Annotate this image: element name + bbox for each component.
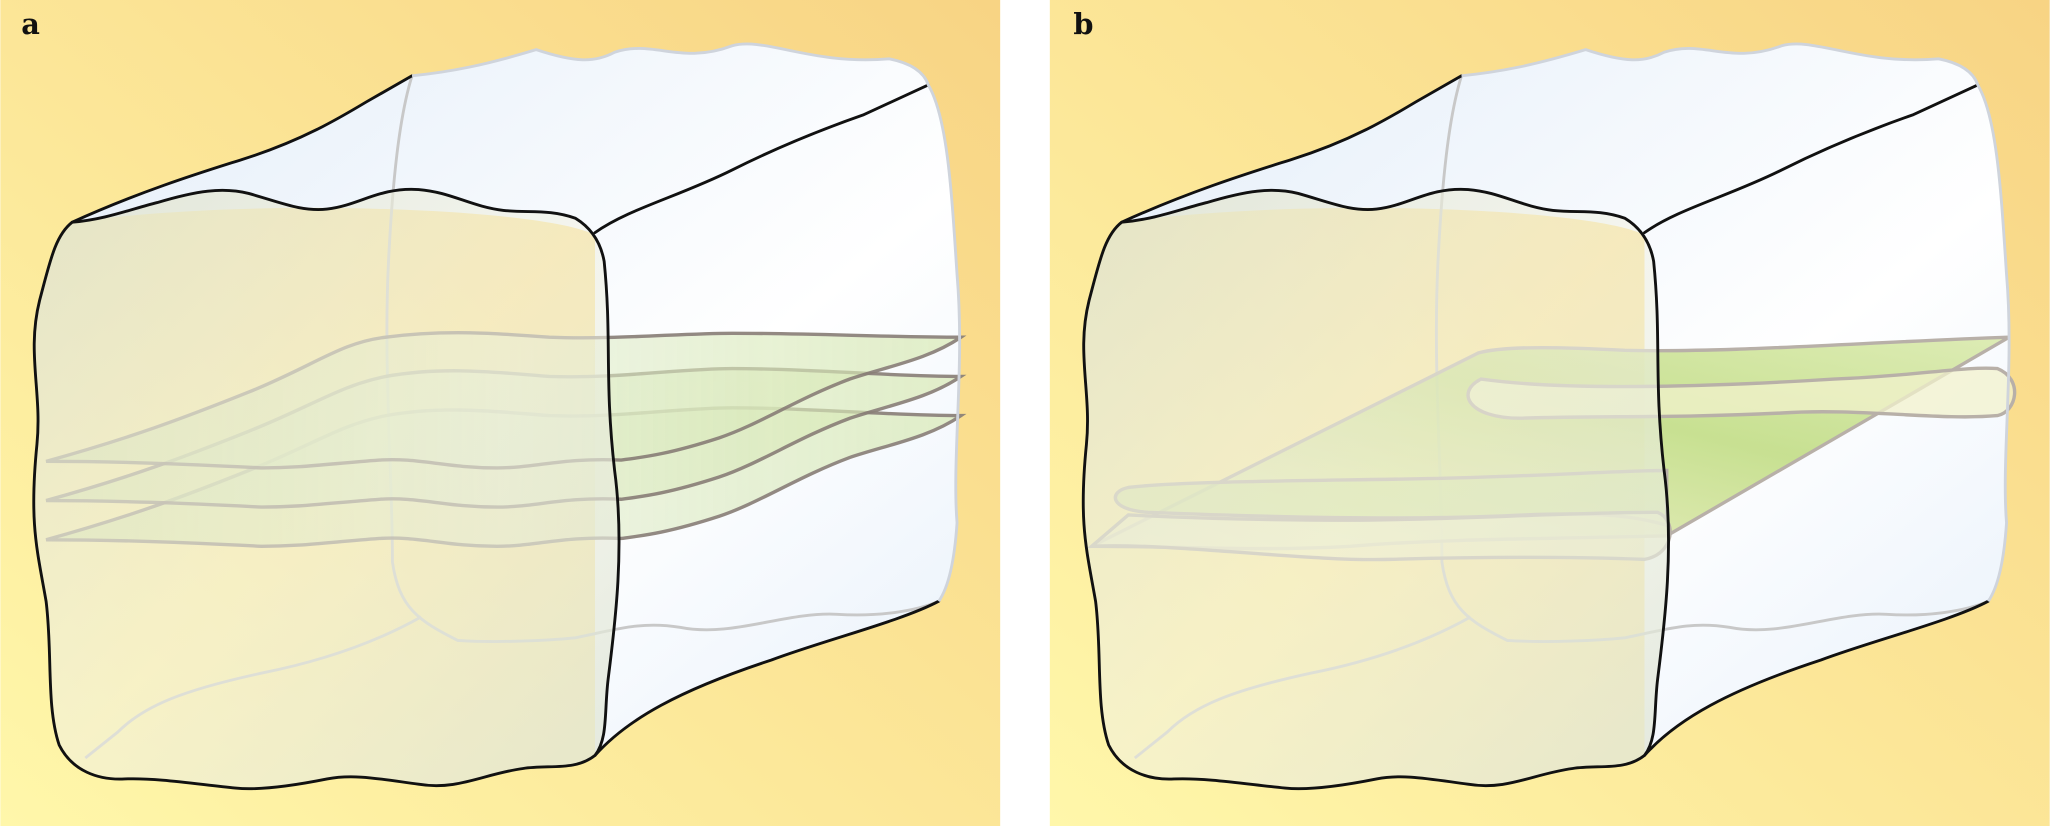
panel-label-b: b <box>1073 7 1093 41</box>
panel-a: a <box>0 0 1001 826</box>
panel-label-a: a <box>21 7 40 41</box>
panel-b: b <box>1049 0 2050 826</box>
